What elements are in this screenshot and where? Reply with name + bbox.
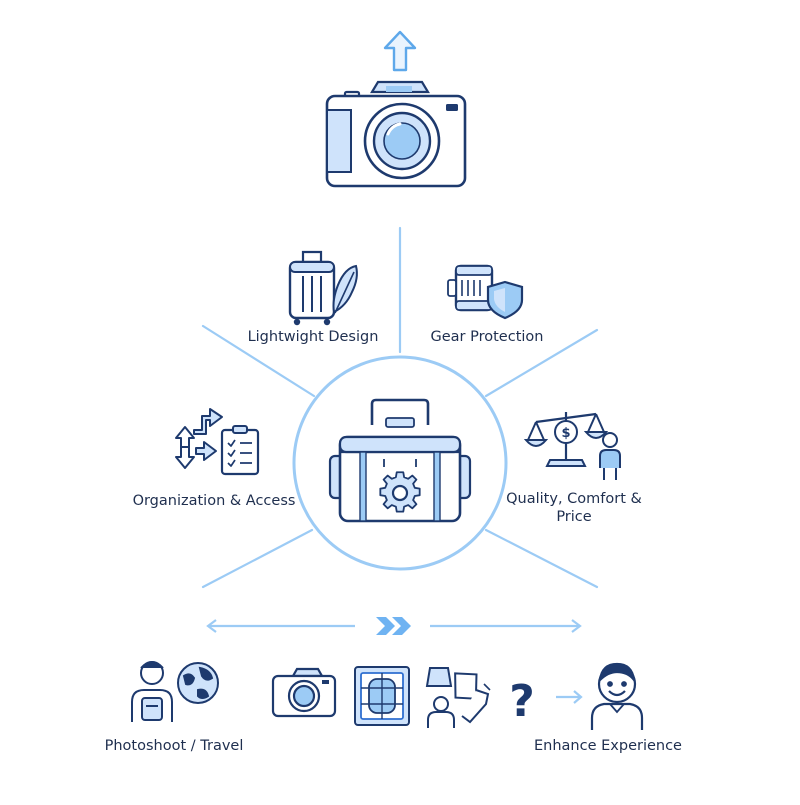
feature-label-gear-protection: Gear Protection bbox=[430, 329, 544, 345]
happy-person-icon bbox=[590, 662, 644, 730]
svg-text:$: $ bbox=[561, 426, 570, 441]
arrow-icon bbox=[556, 690, 583, 704]
journey-arrow bbox=[206, 617, 582, 635]
traveler-globe-icon bbox=[131, 661, 219, 722]
journey-start-label: Photoshoot / Travel bbox=[104, 738, 244, 754]
feature-label-organization-access: Organization & Access bbox=[132, 493, 296, 509]
camera-upgrade-icon bbox=[325, 30, 467, 188]
journey-end-label: Enhance Experience bbox=[534, 738, 682, 754]
suitcase-feather-icon bbox=[288, 250, 358, 326]
camera-bag-gear-icon bbox=[328, 398, 472, 523]
bag-compartments-icon bbox=[354, 666, 410, 726]
shopping-decision-icon bbox=[425, 667, 491, 728]
scale-dollar-person-icon: $ bbox=[523, 412, 621, 480]
feature-label-quality-comfort-price: Quality, Comfort & Price bbox=[506, 491, 642, 525]
gear-shield-icon bbox=[447, 264, 524, 320]
gear-icon bbox=[379, 471, 421, 513]
question-icon: ? bbox=[509, 676, 535, 727]
connector-lines bbox=[201, 226, 599, 589]
arrows-checklist-icon bbox=[175, 408, 260, 476]
feature-label-lightweight-design: Lightwight Design bbox=[247, 329, 379, 345]
camera-icon bbox=[271, 667, 337, 718]
